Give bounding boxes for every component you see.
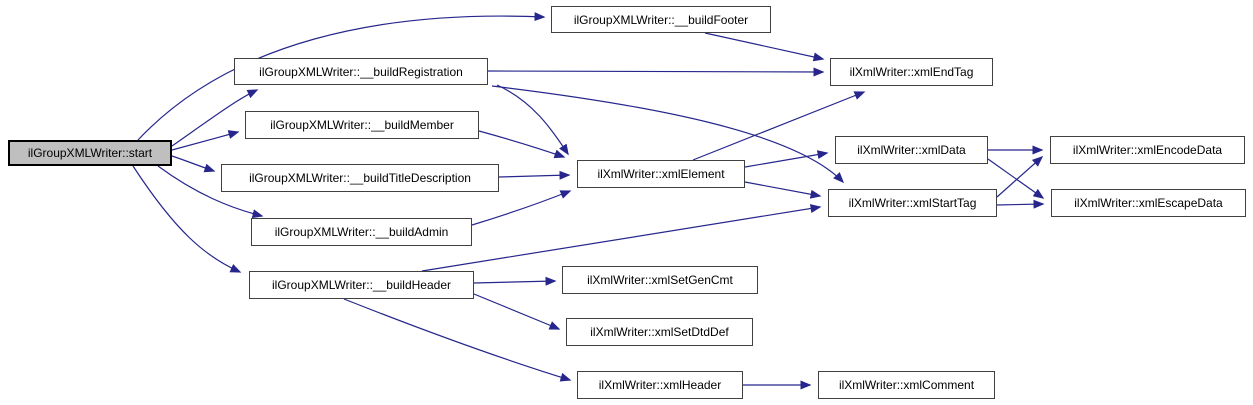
edge-buildHeader-to-xmlSetGenCmt: [473, 276, 557, 286]
node-xmlElement[interactable]: ilXmlWriter::xmlElement: [577, 160, 745, 188]
edge-xmlElement-to-xmlStartTag: [744, 181, 822, 199]
node-buildMember[interactable]: ilGroupXMLWriter::__buildMember: [245, 111, 479, 139]
node-xmlSetGenCmt[interactable]: ilXmlWriter::xmlSetGenCmt: [562, 266, 758, 294]
node-label-xmlSetDtdDef: ilXmlWriter::xmlSetDtdDef: [590, 325, 729, 339]
node-label-buildMember: ilGroupXMLWriter::__buildMember: [270, 118, 454, 132]
node-buildRegistration[interactable]: ilGroupXMLWriter::__buildRegistration: [234, 58, 488, 85]
node-buildTitleDescription[interactable]: ilGroupXMLWriter::__buildTitleDescriptio…: [221, 164, 499, 192]
node-label-xmlStartTag: ilXmlWriter::xmlStartTag: [848, 196, 977, 210]
node-label-buildRegistration: ilGroupXMLWriter::__buildRegistration: [259, 64, 463, 79]
edge-buildHeader-to-xmlStartTag: [421, 204, 822, 272]
node-label-xmlHeader: ilXmlWriter::xmlHeader: [598, 378, 722, 392]
edge-buildMember-to-xmlElement: [478, 130, 566, 159]
node-label-buildAdmin: ilGroupXMLWriter::__buildAdmin: [274, 225, 449, 239]
edge-xmlStartTag-to-xmlEncodeData: [996, 156, 1044, 198]
node-label-xmlData: ilXmlWriter::xmlData: [857, 143, 966, 157]
node-label-xmlComment: ilXmlWriter::xmlComment: [838, 378, 975, 392]
edge-buildFooter-to-xmlEndTag: [704, 32, 825, 62]
edge-buildHeader-to-xmlHeader: [343, 298, 572, 382]
node-buildFooter[interactable]: ilGroupXMLWriter::__buildFooter: [551, 6, 771, 33]
node-label-start: ilGroupXMLWriter::start: [27, 146, 153, 160]
node-xmlHeader[interactable]: ilXmlWriter::xmlHeader: [577, 371, 743, 399]
node-label-xmlEncodeData: ilXmlWriter::xmlEncodeData: [1072, 143, 1223, 157]
edge-buildRegistration-to-xmlElement: [496, 84, 569, 156]
node-start[interactable]: ilGroupXMLWriter::start: [8, 140, 172, 166]
node-xmlStartTag[interactable]: ilXmlWriter::xmlStartTag: [828, 189, 997, 217]
edge-start-to-buildTitleDescription: [171, 155, 216, 173]
node-xmlEndTag[interactable]: ilXmlWriter::xmlEndTag: [830, 58, 993, 86]
node-buildHeader[interactable]: ilGroupXMLWriter::__buildHeader: [249, 271, 474, 299]
edge-start-to-buildMember: [171, 130, 240, 151]
node-xmlEscapeData[interactable]: ilXmlWriter::xmlEscapeData: [1051, 189, 1246, 217]
node-buildAdmin[interactable]: ilGroupXMLWriter::__buildAdmin: [251, 218, 472, 246]
node-xmlEncodeData[interactable]: ilXmlWriter::xmlEncodeData: [1050, 136, 1245, 164]
node-xmlData[interactable]: ilXmlWriter::xmlData: [835, 136, 988, 164]
node-label-buildFooter: ilGroupXMLWriter::__buildFooter: [573, 12, 749, 27]
edge-buildAdmin-to-xmlElement: [471, 190, 572, 226]
node-xmlComment[interactable]: ilXmlWriter::xmlComment: [818, 371, 995, 399]
node-xmlSetDtdDef[interactable]: ilXmlWriter::xmlSetDtdDef: [566, 318, 753, 346]
node-label-buildTitleDescription: ilGroupXMLWriter::__buildTitleDescriptio…: [249, 171, 471, 185]
edge-buildRegistration-to-xmlEndTag: [487, 67, 825, 77]
node-label-xmlSetGenCmt: ilXmlWriter::xmlSetGenCmt: [587, 273, 733, 287]
edge-buildHeader-to-xmlSetDtdDef: [473, 293, 561, 330]
edge-buildTitleDescription-to-xmlElement: [498, 170, 571, 180]
node-label-xmlElement: ilXmlWriter::xmlElement: [597, 167, 725, 181]
edge-xmlStartTag-to-xmlEscapeData: [996, 199, 1045, 209]
node-label-xmlEscapeData: ilXmlWriter::xmlEscapeData: [1074, 196, 1223, 210]
node-label-xmlEndTag: ilXmlWriter::xmlEndTag: [849, 65, 974, 79]
node-label-buildHeader: ilGroupXMLWriter::__buildHeader: [272, 278, 451, 292]
edge-xmlElement-to-xmlData: [744, 150, 829, 168]
